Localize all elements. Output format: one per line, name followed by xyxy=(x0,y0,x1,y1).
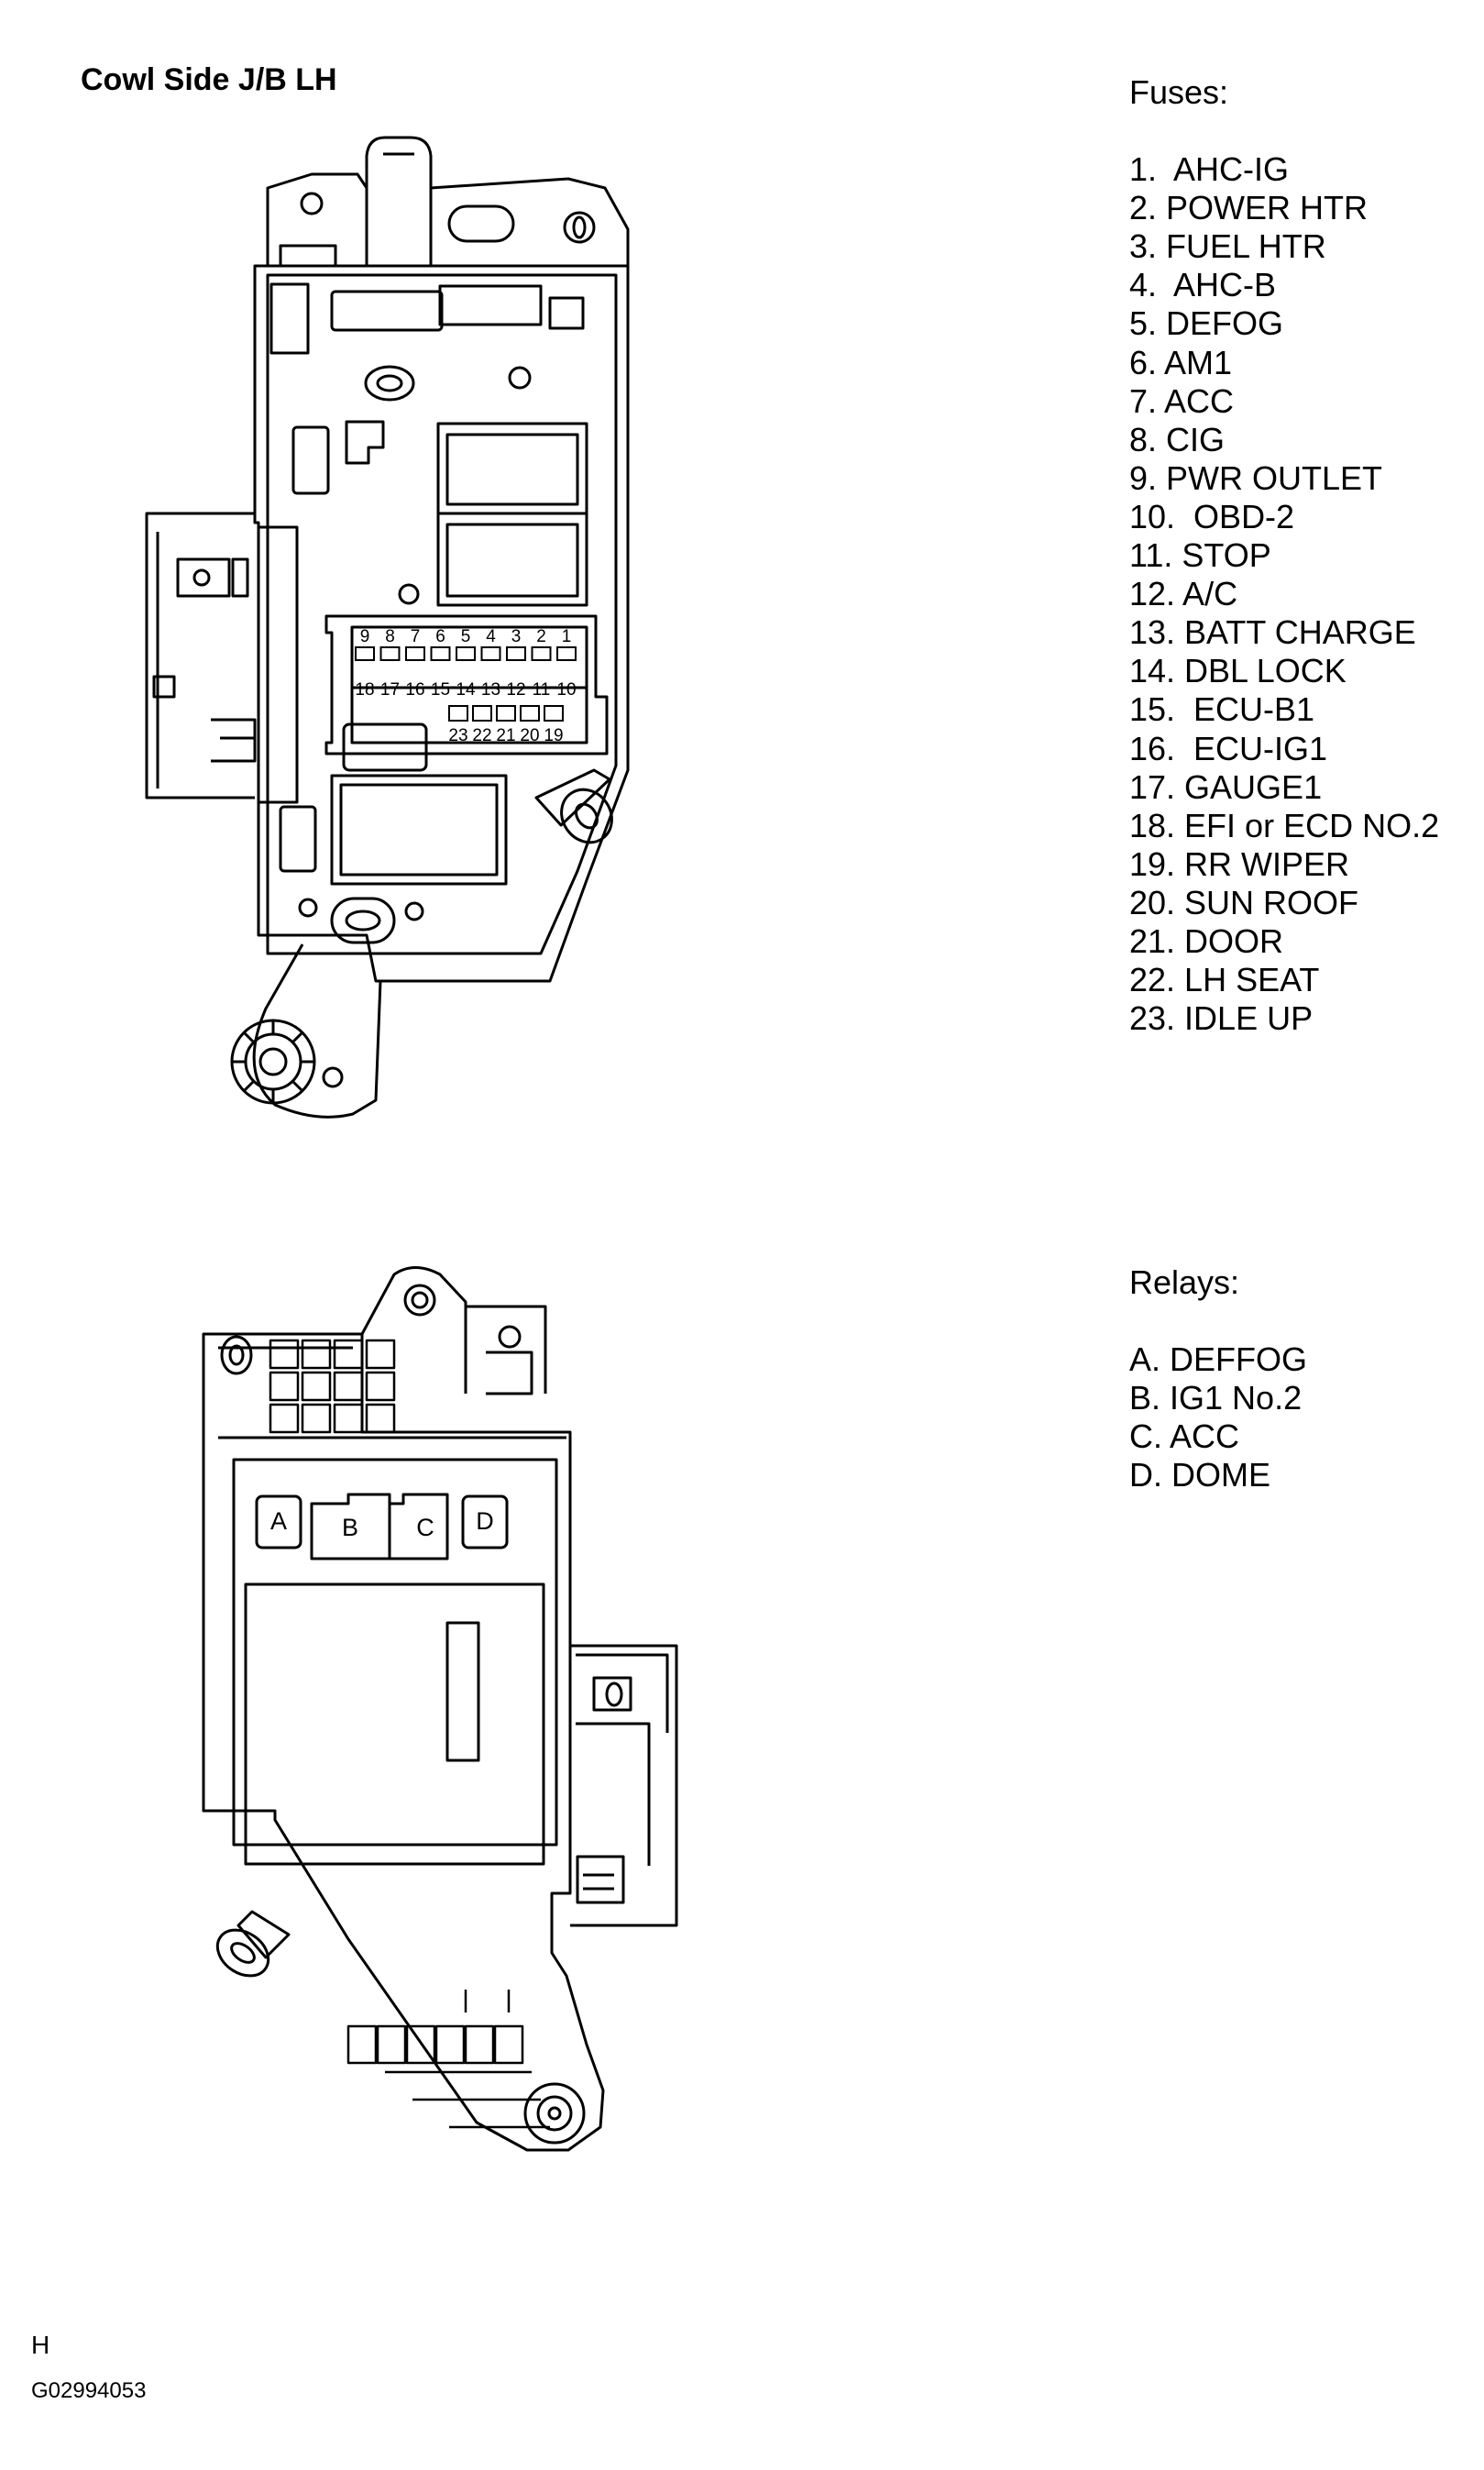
fuse-slot-number: 21 xyxy=(496,726,515,745)
fuse-slot-number: 9 xyxy=(360,627,370,646)
figure-id: G02994053 xyxy=(31,2378,147,2403)
footer-code: H xyxy=(31,2331,50,2359)
fuse-item: 12. A/C xyxy=(1129,575,1238,613)
fuse-slot xyxy=(472,705,492,722)
fuse-slot-number: 22 xyxy=(472,726,491,745)
fuse-slot-number: 14 xyxy=(456,680,476,700)
fuse-slot xyxy=(556,646,577,661)
fuse-slot xyxy=(448,705,468,722)
fuse-side-view xyxy=(145,136,630,1119)
fuse-slot xyxy=(506,646,526,661)
fuse-slot-number: 8 xyxy=(385,627,395,646)
fuse-slots xyxy=(355,646,577,722)
relays-heading: Relays: xyxy=(1129,1263,1240,1301)
fuse-item: 21. DOOR xyxy=(1129,921,1284,960)
relays-legend: Relays: A. DEFFOG B. IG1 No.2 C. ACC D. … xyxy=(1129,1263,1307,1494)
fuse-slot xyxy=(379,646,401,661)
fuse-item: 18. EFI or ECD NO.2 xyxy=(1129,806,1440,844)
fuse-slot xyxy=(496,705,516,722)
relay-item: A. DEFFOG xyxy=(1129,1340,1308,1379)
relay-label-c: C xyxy=(416,1514,434,1541)
fuse-slot-number: 6 xyxy=(435,627,445,646)
fuse-item: 7. ACC xyxy=(1129,381,1235,420)
fuse-slot-number: 20 xyxy=(520,726,539,745)
relay-label-d: D xyxy=(476,1507,494,1535)
fuse-slot xyxy=(480,646,501,661)
fuse-slot-number: 5 xyxy=(461,627,471,646)
fuse-slot-number: 12 xyxy=(506,680,525,700)
fuse-slot-number: 7 xyxy=(411,627,421,646)
fuse-item: 15. ECU-B1 xyxy=(1129,690,1315,729)
fuse-slot-number: 16 xyxy=(405,680,424,700)
fuse-item: 13. BATT CHARGE xyxy=(1129,613,1416,652)
relay-label-b: B xyxy=(342,1514,358,1541)
fuse-slot xyxy=(355,646,375,661)
fuse-slot xyxy=(520,705,540,722)
fuse-slot xyxy=(405,646,425,661)
fuse-item: 8. CIG xyxy=(1129,420,1226,458)
fuse-slot-number: 18 xyxy=(355,680,374,700)
fuse-slot xyxy=(430,646,451,661)
relay-label-a: A xyxy=(270,1507,287,1535)
fuse-slot-number: 1 xyxy=(562,627,572,646)
fuse-slot-number: 19 xyxy=(544,726,563,745)
relay-item: C. ACC xyxy=(1129,1417,1240,1456)
fuse-slot-number: 13 xyxy=(481,680,500,700)
fuse-item: 16. ECU-IG1 xyxy=(1129,729,1328,767)
fuse-list: 1. AHC-IG 2. POWER HTR 3. FUEL HTR 4. AH… xyxy=(1129,150,1439,1038)
fuse-slot xyxy=(531,646,552,661)
fuse-slot-number: 2 xyxy=(536,627,546,646)
fuse-slot-number: 3 xyxy=(511,627,522,646)
fuse-item: 11. STOP xyxy=(1129,536,1271,575)
relay-item: D. DOME xyxy=(1129,1456,1271,1494)
fuse-item: 19. RR WIPER xyxy=(1129,844,1350,883)
fuse-item: 1. AHC-IG xyxy=(1129,150,1290,189)
fuse-slot-number: 17 xyxy=(380,680,400,700)
fuse-item: 14. DBL LOCK xyxy=(1129,652,1347,690)
fuse-slot-number: 23 xyxy=(448,726,467,745)
fuse-item: 3. FUEL HTR xyxy=(1129,227,1326,266)
relay-side-view xyxy=(202,1266,678,2152)
fuses-legend: Fuses: 1. AHC-IG 2. POWER HTR 3. FUEL HT… xyxy=(1129,73,1439,1038)
fuse-slot xyxy=(456,646,476,661)
fuse-item: 5. DEFOG xyxy=(1129,304,1284,343)
fuse-slot-number: 11 xyxy=(533,680,551,700)
fuse-item: 10. OBD-2 xyxy=(1129,497,1295,535)
fuses-heading: Fuses: xyxy=(1129,73,1229,111)
relay-item: B. IG1 No.2 xyxy=(1129,1379,1303,1417)
fuse-item: 22. LH SEAT xyxy=(1129,961,1320,999)
fuse-item: 2. POWER HTR xyxy=(1129,189,1369,227)
fuse-item: 20. SUN ROOF xyxy=(1129,883,1359,921)
fuse-slot-number: 4 xyxy=(486,627,496,646)
fuse-slot-number: 10 xyxy=(556,680,576,700)
fuse-item: 17. GAUGE1 xyxy=(1129,767,1323,806)
fuse-item: 23. IDLE UP xyxy=(1129,999,1314,1038)
fuse-slot xyxy=(544,705,564,722)
fuse-slot-number: 15 xyxy=(431,680,450,700)
fuse-item: 6. AM1 xyxy=(1129,343,1233,381)
fuse-item: 9. PWR OUTLET xyxy=(1129,458,1383,497)
page-title: Cowl Side J/B LH xyxy=(81,62,337,97)
fuse-item: 4. AHC-B xyxy=(1129,266,1277,304)
